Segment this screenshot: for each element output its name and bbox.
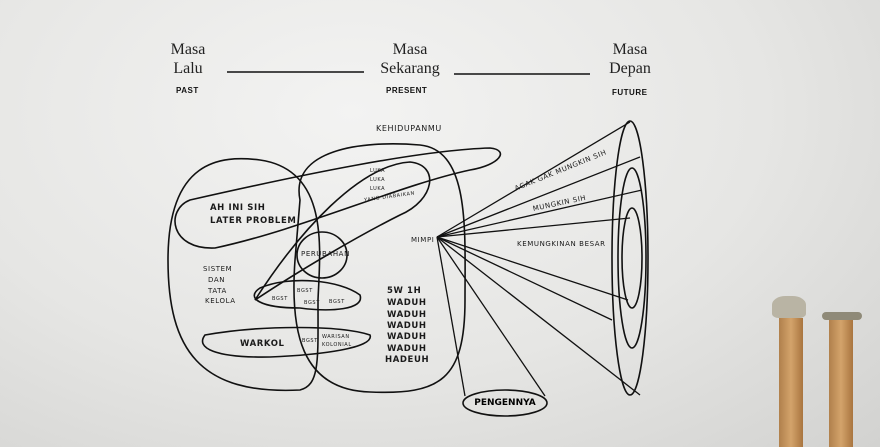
waduh-2: WADUH <box>387 298 427 308</box>
waduh-3: WADUH <box>387 310 427 320</box>
bgst-3: BGST <box>304 300 320 306</box>
warkol-label: WARKOL <box>240 339 285 349</box>
luka-1: LUKA <box>370 168 386 174</box>
past-title-line1: Masa <box>170 41 206 58</box>
past-loop <box>167 157 321 392</box>
luka-loop <box>254 161 431 301</box>
later-problem-label: LATER PROBLEM <box>210 216 297 226</box>
kemungkinan-besar-label: KEMUNGKINAN BESAR <box>517 240 606 248</box>
sistem-1: SISTEM <box>203 265 233 273</box>
pengennya-ellipse <box>462 389 548 417</box>
sculpture-object <box>772 296 806 318</box>
mimpi-label: MIMPI <box>411 236 435 244</box>
waduh-6: WADUH <box>387 344 427 354</box>
pengennya-label: PENGENNYA <box>474 398 536 408</box>
past-title-line2: Lalu <box>173 60 203 77</box>
bgst-4: BGST <box>329 299 345 305</box>
waduh-4: WADUH <box>387 321 427 331</box>
future-cone-mid <box>617 167 647 349</box>
waduh-1: 5W 1H <box>387 286 422 296</box>
sistem-4: KELOLA <box>205 297 236 305</box>
future-title-line2: Depan <box>609 60 651 77</box>
present-label: PRESENT <box>386 86 428 95</box>
future-label: FUTURE <box>612 88 648 97</box>
past-label: PAST <box>176 86 199 95</box>
sistem-3: TATA <box>208 287 227 295</box>
wooden-pedestal-right <box>829 320 853 447</box>
mimpi-rays <box>436 121 643 397</box>
bgst-1: BGST <box>272 296 288 302</box>
later-problem-loop <box>174 147 502 249</box>
sistem-2: DAN <box>208 276 226 284</box>
waduh-5: WADUH <box>387 332 427 342</box>
bgst-5: BGST <box>302 338 318 344</box>
ah-ini-sih-label: AH INI SIH <box>210 203 266 213</box>
future-cone-outer <box>611 120 649 396</box>
wooden-pedestal-left <box>779 318 803 447</box>
perubahan-circle <box>296 231 348 279</box>
luka-2: LUKA <box>370 177 386 183</box>
present-title-line1: Masa <box>392 41 428 58</box>
bgst-loop <box>253 279 362 311</box>
bgst-2: BGST <box>297 288 313 294</box>
present-title-line2: Sekarang <box>380 60 440 77</box>
warisan-1: WARISAN <box>322 334 350 340</box>
waduh-7: HADEUH <box>385 355 430 365</box>
future-cone-inner <box>621 207 643 309</box>
future-title-line1: Masa <box>612 41 648 58</box>
warkol-loop <box>201 326 371 358</box>
warisan-2: KOLONIAL <box>322 342 352 348</box>
kehidupanmu-label: KEHIDUPANMU <box>376 124 442 133</box>
small-object <box>822 312 862 320</box>
present-loop <box>293 143 466 394</box>
perubahan-label: PERUBAHAN <box>301 250 350 258</box>
luka-3: LUKA <box>370 186 386 192</box>
